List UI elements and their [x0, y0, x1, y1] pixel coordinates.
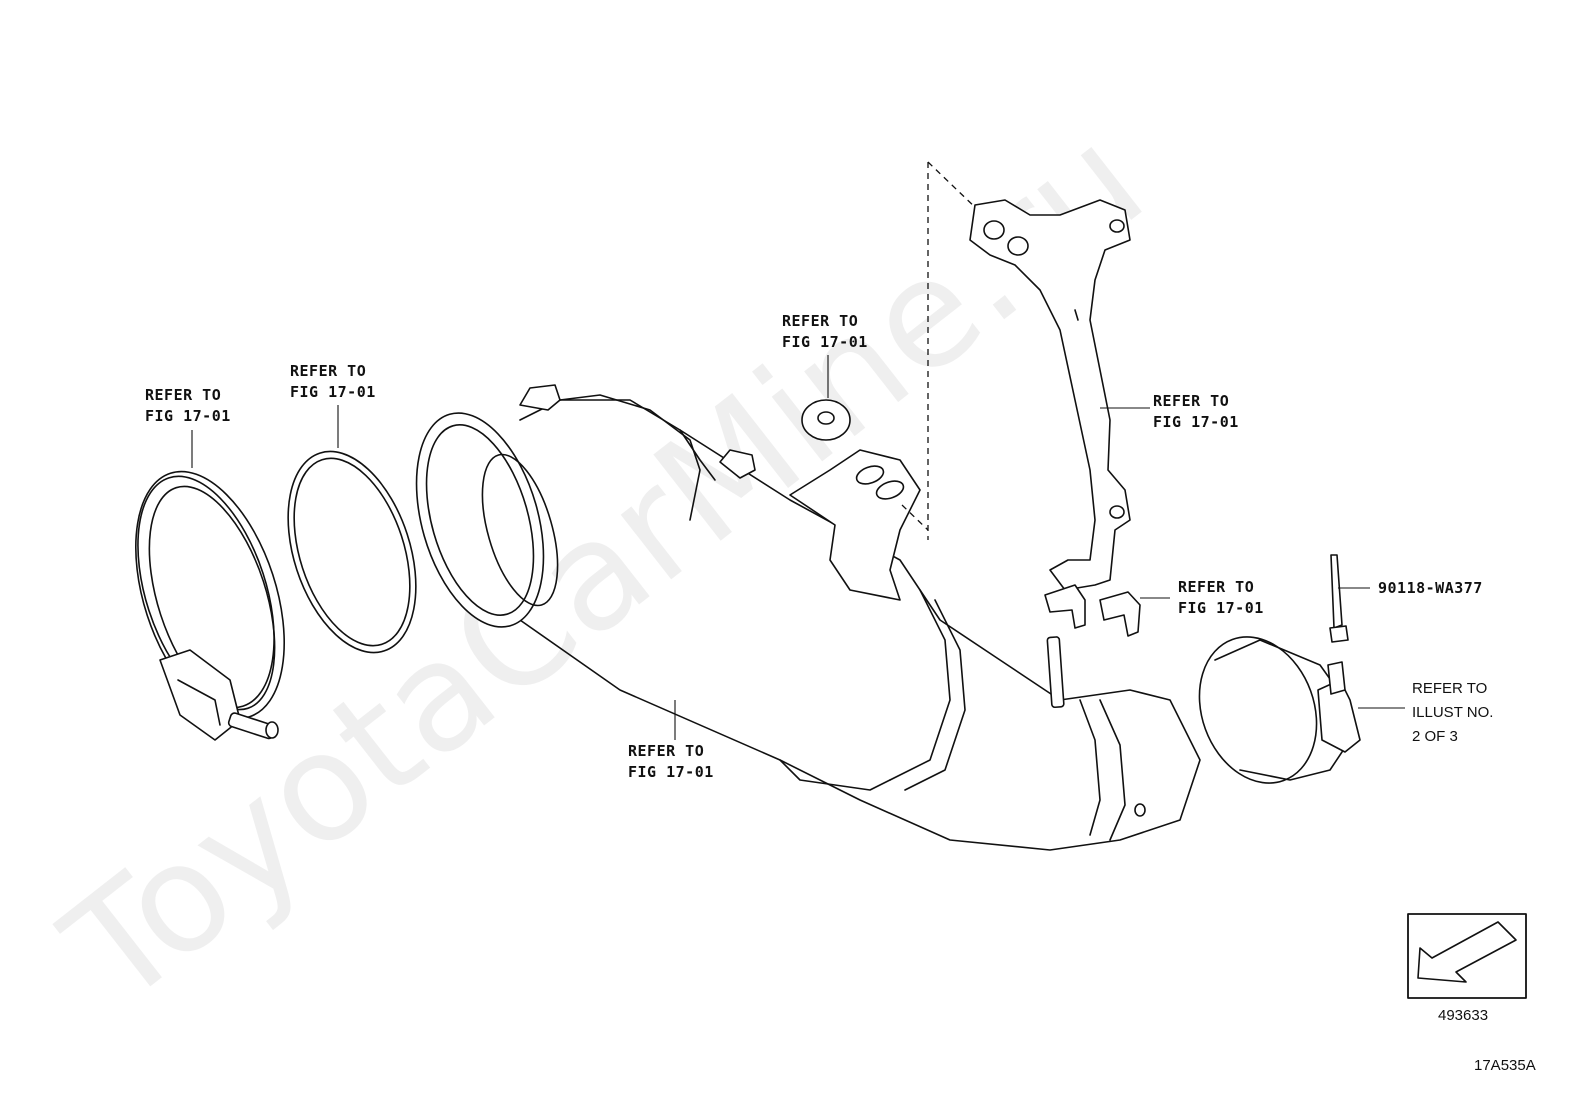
callout-line-1: REFER TO: [1412, 680, 1487, 697]
hanger-clips: [1044, 584, 1141, 637]
callout-line-1: REFER TO: [1153, 392, 1229, 410]
figure-code: 17A535A: [1474, 1057, 1536, 1074]
callout-line-2: FIG 17-01: [145, 407, 231, 425]
leader-lines: [191, 355, 1405, 740]
callout-line-2: ILLUST NO.: [1412, 704, 1493, 721]
callout-hanger-clips: REFER TO FIG 17-01: [1178, 578, 1264, 617]
callout-line-1: REFER TO: [145, 386, 221, 404]
callout-line-3: 2 OF 3: [1412, 728, 1458, 745]
callout-line-2: FIG 17-01: [1178, 599, 1264, 617]
mounting-guide-lines: [901, 161, 981, 540]
grommet: [801, 399, 851, 441]
callout-bracket: REFER TO FIG 17-01: [1153, 392, 1239, 431]
front-direction-indicator: 493633: [1407, 913, 1527, 1024]
callout-main-pipe: REFER TO FIG 17-01: [628, 742, 714, 781]
callout-line-1: REFER TO: [290, 362, 366, 380]
callout-clamp-right: REFER TO ILLUST NO. 2 OF 3: [1412, 680, 1493, 745]
front-arrow-icon: [1417, 921, 1517, 983]
callout-gasket-ring: REFER TO FIG 17-01: [290, 362, 376, 401]
bolt: [1046, 554, 1349, 709]
right-band-clamp: [1198, 636, 1361, 784]
callout-grommet: REFER TO FIG 17-01: [782, 312, 868, 351]
callout-line-2: FIG 17-01: [782, 333, 868, 351]
catalytic-converter-pipe: [519, 384, 1201, 851]
callout-line-1: REFER TO: [628, 742, 704, 760]
callout-line-1: REFER TO: [1178, 578, 1254, 596]
callout-line-2: FIG 17-01: [290, 383, 376, 401]
callout-clamp-left: REFER TO FIG 17-01: [145, 386, 231, 425]
bolt-part-number: 90118-WA377: [1378, 579, 1483, 597]
support-bracket: [969, 199, 1131, 591]
inlet-flange: [415, 412, 559, 628]
gasket-ring: [287, 450, 417, 654]
callout-line-1: REFER TO: [782, 312, 858, 330]
indicator-number: 493633: [1438, 1007, 1488, 1024]
callout-line-2: FIG 17-01: [628, 763, 714, 781]
left-band-clamp: [135, 470, 285, 741]
callout-line-2: FIG 17-01: [1153, 413, 1239, 431]
